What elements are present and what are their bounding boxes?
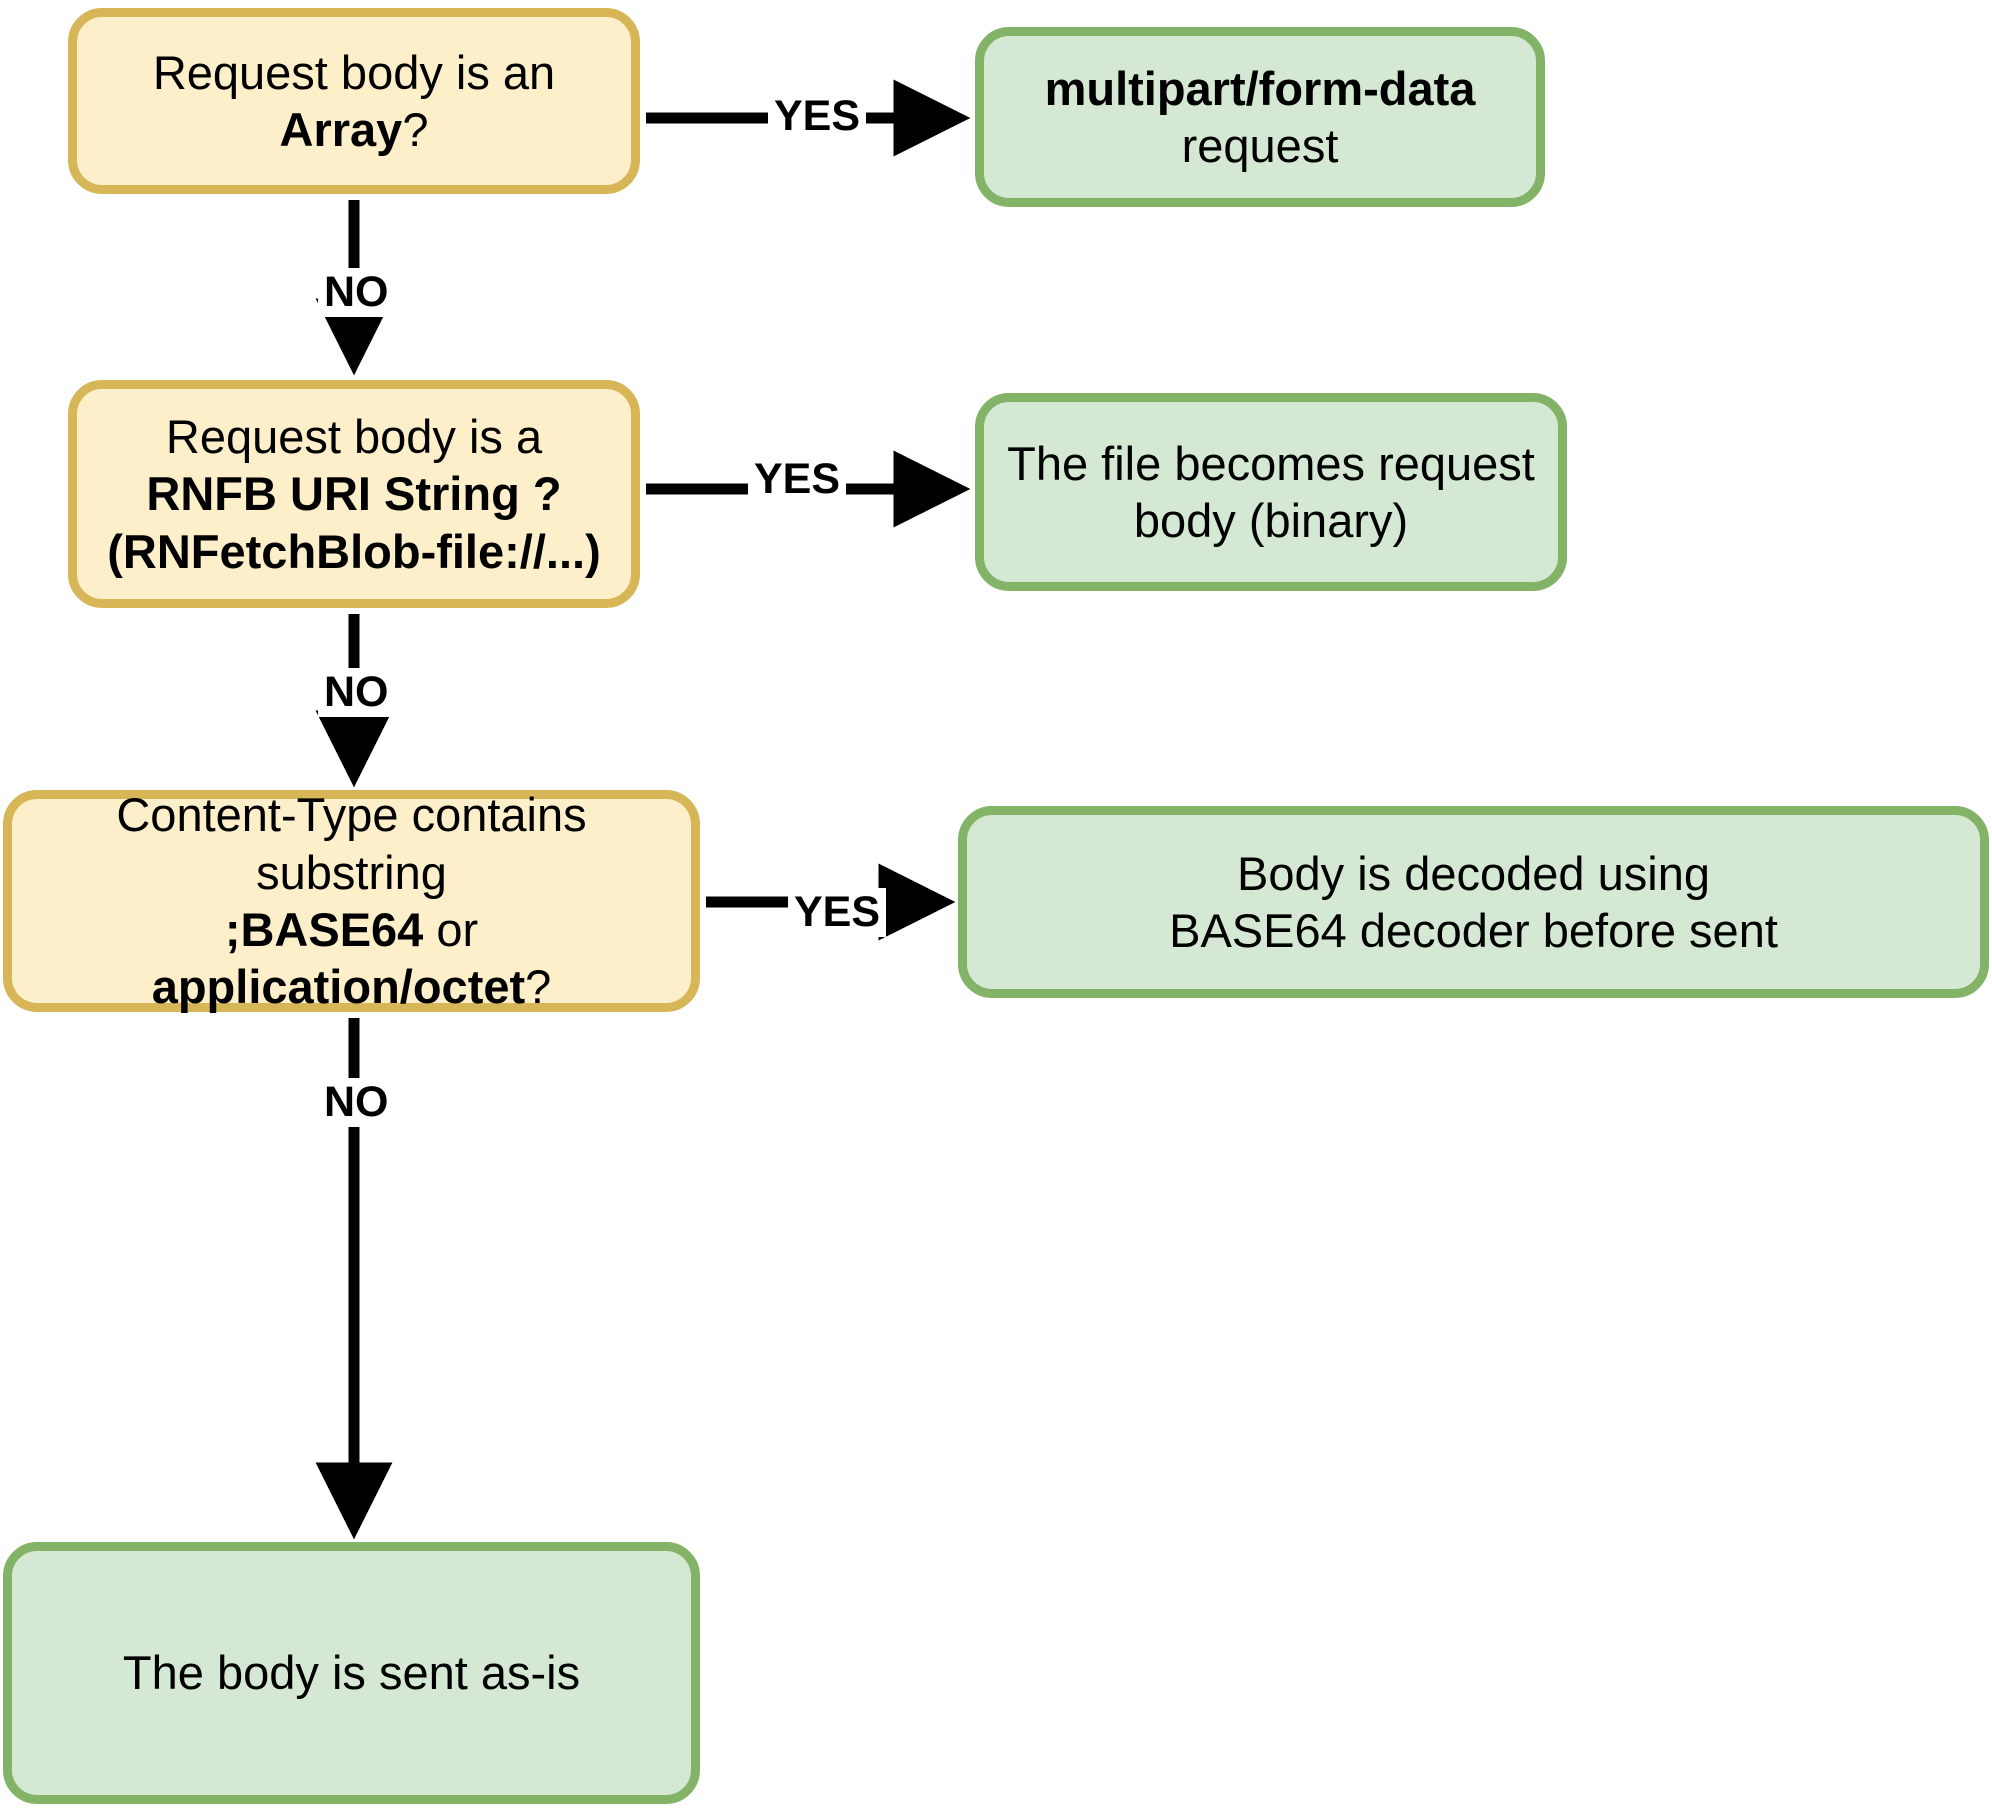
node-decision-array[interactable]: Request body is an Array? (68, 8, 640, 194)
edge-label-yes-array: YES (768, 92, 867, 141)
text-segment-bold: Array (279, 103, 403, 156)
node-terminal-file-binary-label: The file becomes request body (binary) (984, 435, 1558, 550)
text-line: Content-Type contains substring (116, 788, 587, 899)
edge-label-no-rnfb: NO (318, 668, 395, 717)
node-decision-array-label: Request body is an Array? (77, 44, 631, 159)
text-segment: ? (525, 960, 552, 1014)
text-segment-bold: ;BASE64 (224, 903, 424, 956)
edge-label-yes-rnfb: YES (748, 455, 847, 504)
text-line: Body is decoded using (1237, 846, 1710, 900)
text-line: The file becomes request (1007, 436, 1535, 490)
text-line: body (binary) (1133, 494, 1409, 547)
node-terminal-base64-decoded-label: Body is decoded using BASE64 decoder bef… (967, 845, 1980, 960)
text-segment: or (423, 903, 479, 956)
text-line-bold: (RNFetchBlob-file://...) (107, 524, 601, 578)
text-line-bold: RNFB URI String ? (146, 467, 562, 521)
text-line: BASE64 decoder before sent (1169, 904, 1778, 957)
text-line: request (1181, 119, 1339, 172)
text-line: Request body is a (165, 410, 543, 463)
node-decision-rnfb-uri[interactable]: Request body is a RNFB URI String ? (RNF… (68, 380, 640, 608)
node-terminal-multipart[interactable]: multipart/form-data request (975, 27, 1545, 207)
edge-label-no-array: NO (318, 268, 395, 317)
node-decision-rnfb-uri-label: Request body is a RNFB URI String ? (RNF… (77, 408, 631, 580)
node-terminal-sent-as-is-label: The body is sent as-is (12, 1644, 691, 1701)
text-segment-bold: application/octet (151, 960, 526, 1014)
edge-label-no-content-type: NO (318, 1078, 395, 1127)
node-terminal-base64-decoded[interactable]: Body is decoded using BASE64 decoder bef… (958, 806, 1989, 998)
node-terminal-file-binary[interactable]: The file becomes request body (binary) (975, 393, 1567, 591)
edge-label-yes-content-type: YES (788, 888, 887, 937)
text-segment: Request body is an (152, 45, 556, 99)
text-segment: ? (402, 103, 429, 156)
node-decision-content-type[interactable]: Content-Type contains substring ;BASE64 … (3, 788, 700, 1013)
node-decision-content-type-label: Content-Type contains substring ;BASE64 … (12, 786, 691, 1015)
node-terminal-sent-as-is[interactable]: The body is sent as-is (3, 1542, 700, 1804)
node-terminal-multipart-label: multipart/form-data request (984, 60, 1536, 175)
text-line-bold: multipart/form-data (1044, 61, 1476, 115)
text-line: The body is sent as-is (122, 1646, 581, 1700)
